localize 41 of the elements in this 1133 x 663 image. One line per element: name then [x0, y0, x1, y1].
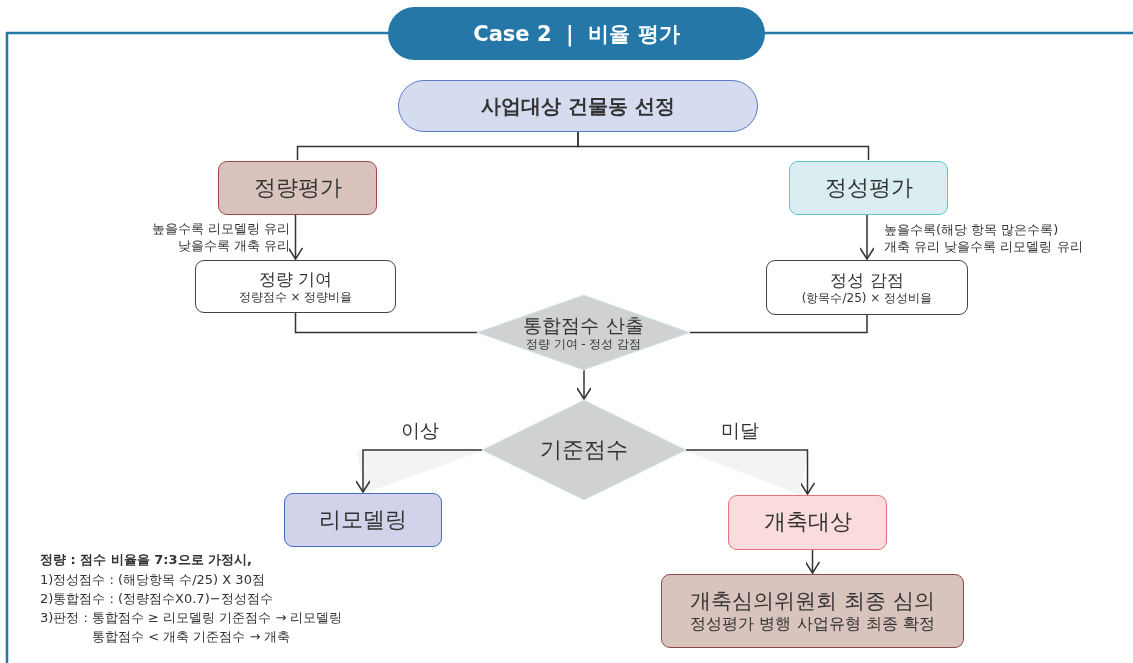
box-label: 기준점수	[540, 436, 628, 464]
process-box	[789, 161, 948, 215]
edge-label: 미달	[720, 419, 760, 441]
edge-label: 높을수록(해당 항목 많은수록) 개축 유리 낮을수록 리모델링 유리	[884, 221, 1084, 255]
arrow	[287, 214, 304, 260]
note-text: 통합점수 < 개축 기준점수 → 개축	[92, 628, 291, 645]
arrow	[804, 549, 821, 574]
decision-diamond	[482, 400, 686, 500]
box-sublabel: 정량점수 × 정량비율	[238, 289, 353, 304]
connector-line	[689, 314, 868, 334]
box-label: 사업대상 건물동 선정	[481, 94, 675, 118]
edge-label: 이상	[400, 419, 440, 441]
connector-line	[294, 312, 478, 334]
process-box	[661, 574, 964, 648]
start-box	[398, 80, 758, 132]
box-label: 정량평가	[253, 174, 342, 202]
box-sublabel: 정성평가 병행 사업유형 최종 확정	[690, 614, 935, 634]
result-box	[728, 495, 887, 550]
note-text: 정량 : 점수 비율을 7:3으로 가정시,	[40, 551, 253, 568]
process-box	[766, 260, 968, 315]
box-sublabel: 정량 기여 - 정성 감점	[525, 336, 642, 352]
box-label: 통합점수 산출	[523, 313, 644, 337]
note-text: 1)정성점수 : (해당항목 수/25) X 30점	[40, 571, 265, 588]
box-label: 리모델링	[319, 506, 407, 534]
note-text: 2)통합점수 : (정량점수X0.7)−정성점수	[40, 590, 273, 607]
connector-line	[577, 131, 870, 161]
edge-label: 높을수록 리모델링 유리 낮을수록 개축 유리	[150, 220, 290, 254]
decision-diamond	[477, 295, 690, 370]
box-label: 개축대상	[763, 509, 852, 536]
box-label: 정량 기여	[258, 269, 333, 290]
box-label: 정성 감점	[830, 270, 904, 291]
arrow	[576, 369, 592, 400]
box-sublabel: (항목수/25) × 정성비율	[801, 290, 933, 305]
result-box	[284, 493, 442, 547]
title-banner: Case 2 | 비율 평가	[388, 7, 765, 60]
note-text: 3)판정 : 통합점수 ≥ 리모델링 기준점수 → 리모델링	[40, 609, 343, 626]
process-box	[195, 260, 396, 313]
box-label: 정성평가	[824, 174, 913, 202]
box-label: 개축심의위원회 최종 심의	[690, 588, 935, 614]
arrow	[859, 214, 875, 260]
process-box	[218, 161, 377, 215]
